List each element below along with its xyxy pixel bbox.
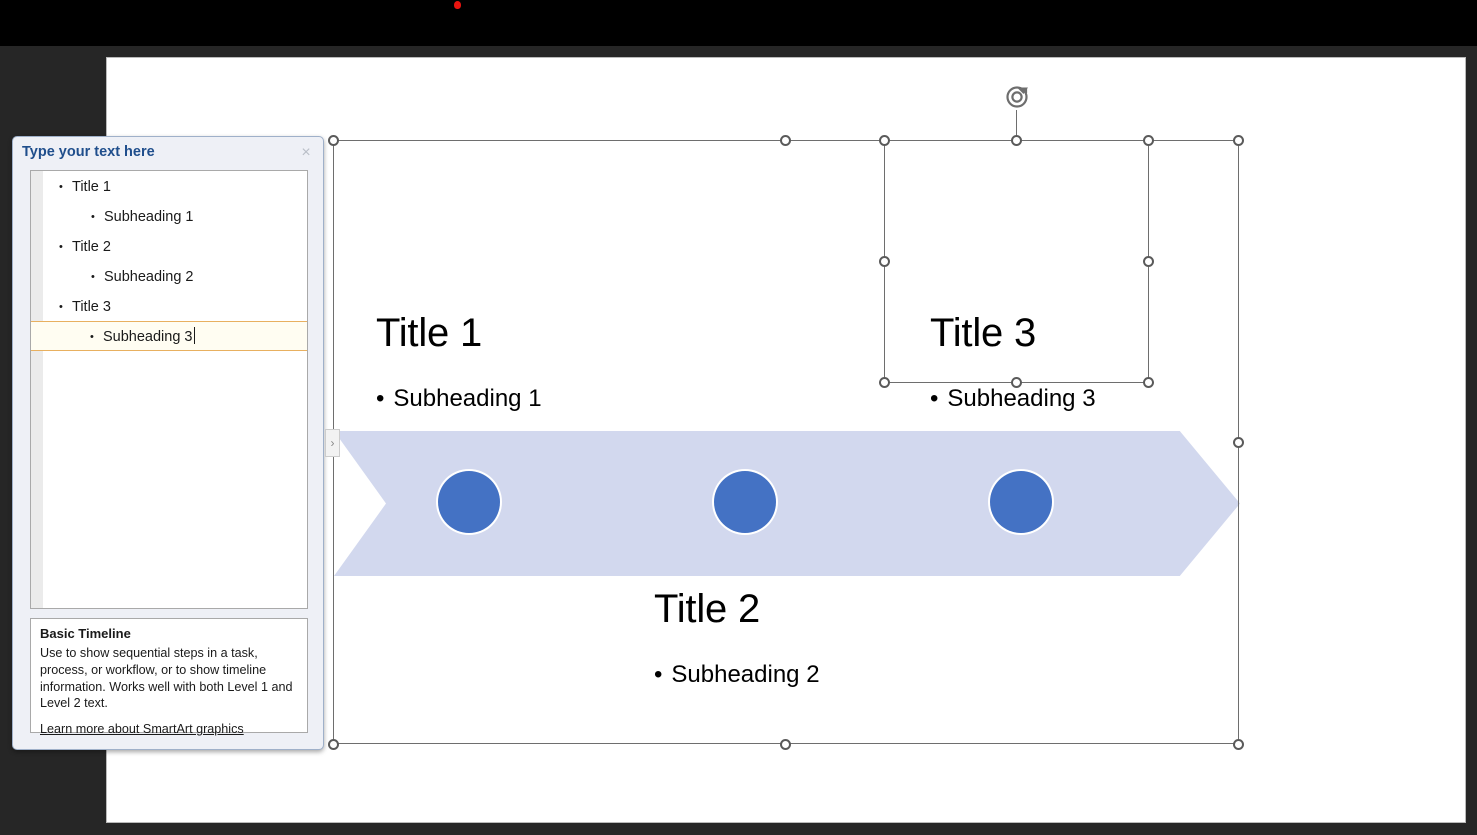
smartart-title-1[interactable]: Title 1 [376, 311, 483, 355]
outer-selection-frame [333, 140, 1239, 744]
timeline-node-circle-3[interactable] [990, 471, 1052, 533]
bullet-glyph: • [376, 385, 385, 412]
handle-inner-top-left[interactable] [879, 135, 890, 146]
handle-inner-middle-right[interactable] [1143, 256, 1154, 267]
bullet-glyph: • [59, 181, 63, 193]
timeline-node-circle-2[interactable] [714, 471, 776, 533]
text-pane-row[interactable]: • Subheading 2 [31, 261, 307, 291]
handle-inner-middle-left[interactable] [879, 256, 890, 267]
handle-inner-top-center[interactable] [1011, 135, 1022, 146]
timeline-node-circle-1[interactable] [438, 471, 500, 533]
timeline-arrow-shape[interactable] [334, 431, 1240, 576]
text-pane-entry-list[interactable]: • Title 1 • Subheading 1 • Title 2 • Sub… [30, 170, 308, 609]
handle-outer-bottom-center[interactable] [780, 739, 791, 750]
smartart-subheading-1[interactable]: • Subheading 1 [376, 385, 542, 413]
text-caret [193, 327, 195, 344]
text-pane-row-label: Title 1 [72, 179, 111, 195]
smartart-subheading-3[interactable]: • Subheading 3 [930, 385, 1096, 413]
text-pane-row-label: Subheading 1 [104, 209, 194, 225]
text-pane-row[interactable]: • Title 2 [31, 231, 307, 261]
bullet-glyph: • [59, 241, 63, 253]
rotate-handle-stem [1016, 110, 1017, 140]
handle-inner-bottom-right[interactable] [1143, 377, 1154, 388]
handle-outer-top-center[interactable] [780, 135, 791, 146]
smartart-title-3[interactable]: Title 3 [930, 311, 1037, 355]
bullet-glyph: • [930, 385, 939, 412]
layout-description-panel: Basic Timeline Use to show sequential st… [30, 618, 308, 737]
bullet-glyph: • [91, 271, 95, 283]
text-pane-gutter [31, 171, 43, 608]
text-pane-row[interactable]: • Subheading 1 [31, 201, 307, 231]
close-icon[interactable]: × [301, 144, 311, 161]
handle-outer-top-right[interactable] [1233, 135, 1244, 146]
text-pane-row-label: Title 3 [72, 299, 111, 315]
top-black-bar [0, 0, 1477, 46]
handle-outer-middle-right[interactable] [1233, 437, 1244, 448]
bullet-glyph: • [90, 331, 94, 343]
text-pane-row-label: Subheading 2 [104, 269, 194, 285]
handle-outer-bottom-right[interactable] [1233, 739, 1244, 750]
text-pane-row-active[interactable]: • Subheading 3 [31, 321, 307, 351]
layout-description-text: Use to show sequential steps in a task, … [40, 646, 293, 711]
text-pane-row-label: Subheading 3 [103, 329, 193, 345]
rotate-icon[interactable] [1004, 83, 1034, 113]
text-pane-row-label: Title 2 [72, 239, 111, 255]
bullet-glyph: • [59, 301, 63, 313]
smartart-text-pane[interactable]: Type your text here × • Title 1 • Subhea… [12, 136, 324, 750]
layout-name: Basic Timeline [40, 626, 131, 641]
text-pane-row[interactable]: • Title 1 [31, 171, 307, 201]
text-pane-title: Type your text here [22, 144, 155, 160]
handle-inner-top-right[interactable] [1143, 135, 1154, 146]
handle-outer-top-left[interactable] [328, 135, 339, 146]
text-pane-toggle-button[interactable]: › [325, 429, 340, 457]
smartart-subheading-2[interactable]: • Subheading 2 [654, 661, 820, 689]
handle-inner-bottom-center[interactable] [1011, 377, 1022, 388]
learn-more-link[interactable]: Learn more about SmartArt graphics [40, 722, 244, 737]
smartart-subheading-3-text: Subheading 3 [947, 385, 1096, 412]
smartart-subheading-2-text: Subheading 2 [671, 661, 820, 688]
recording-indicator-icon [454, 1, 461, 9]
smartart-subheading-1-text: Subheading 1 [393, 385, 542, 412]
smartart-basic-timeline[interactable]: Title 1 • Subheading 1 Title 2 • Subheadin… [334, 141, 1240, 746]
bullet-glyph: • [654, 661, 663, 688]
handle-outer-bottom-left[interactable] [328, 739, 339, 750]
handle-inner-bottom-left[interactable] [879, 377, 890, 388]
smartart-title-2[interactable]: Title 2 [654, 587, 761, 631]
text-pane-row[interactable]: • Title 3 [31, 291, 307, 321]
bullet-glyph: • [91, 211, 95, 223]
